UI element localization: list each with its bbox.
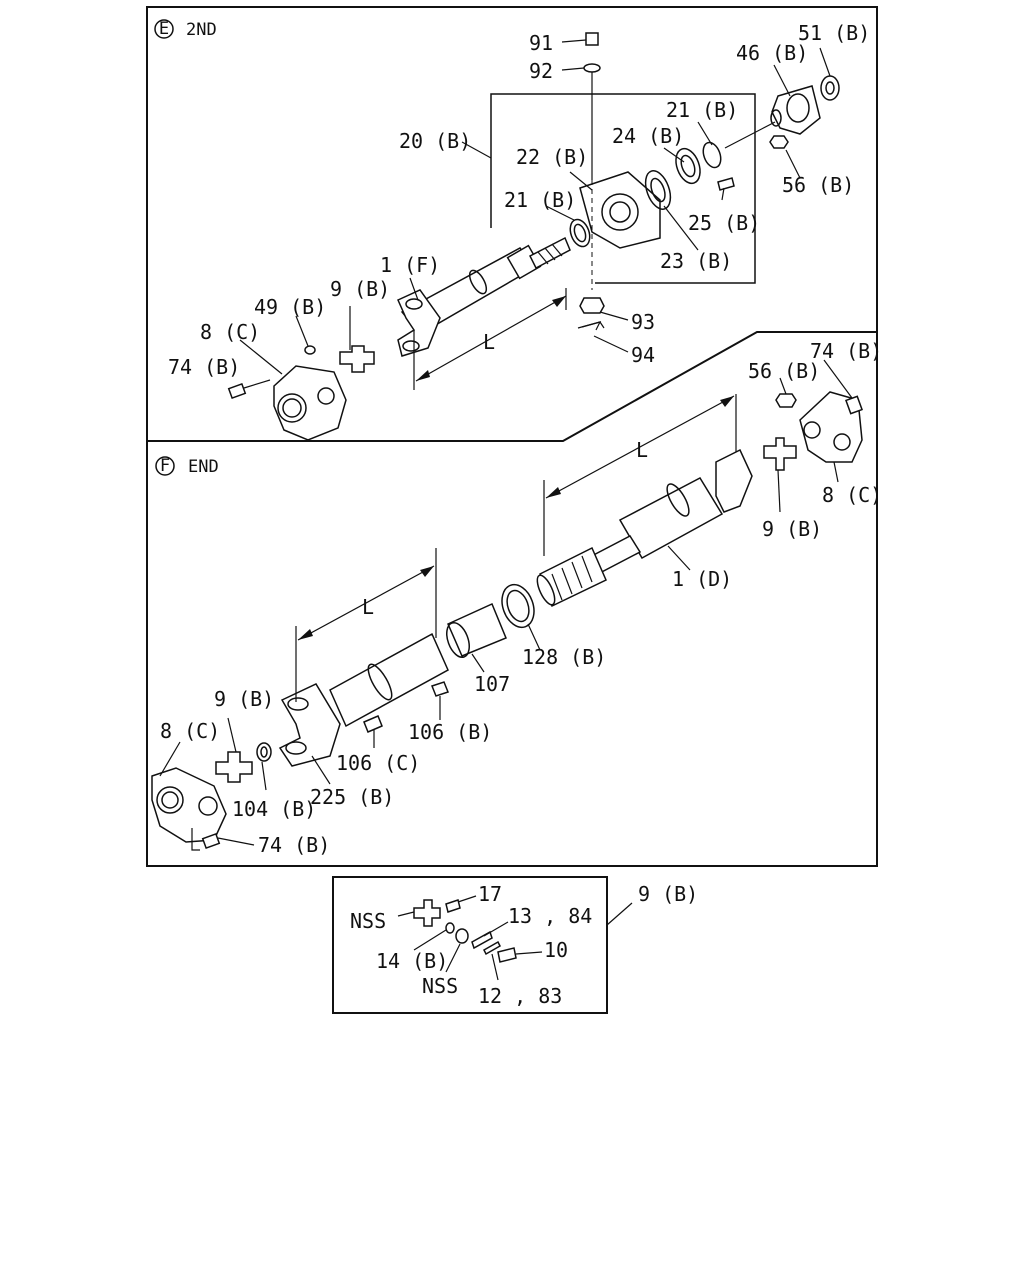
- label-8c-end-left: 8 (C): [160, 719, 220, 743]
- ujoint-flange-2nd: [227, 345, 375, 441]
- label-56b-end: 56 (B): [748, 359, 820, 383]
- label-25b: 25 (B): [688, 211, 760, 235]
- section-f-header: F END: [155, 456, 219, 477]
- label-51b: 51 (B): [798, 21, 870, 45]
- detail-label-10: 10: [544, 938, 568, 962]
- main-frame: [146, 6, 878, 867]
- label-94: 94: [631, 343, 655, 367]
- ujoint-detail-box: 9 (B) 17 NSS 13 , 84 14 (B) 10 NSS 12 , …: [332, 876, 698, 1014]
- dim-l-end-lower-label: L: [362, 595, 374, 619]
- labels-end: 74 (B) 56 (B) 8 (C) 9 (B) 1 (D) 128 (B) …: [160, 339, 882, 857]
- center-bearing-parts: [569, 121, 776, 290]
- detail-label-nss-1: NSS: [350, 909, 386, 933]
- propeller-shaft-2nd: [397, 236, 571, 357]
- label-20b: 20 (B): [399, 129, 471, 153]
- label-21b-upper: 21 (B): [666, 98, 738, 122]
- label-74b-end-left: 74 (B): [258, 833, 330, 857]
- label-1d: 1 (D): [672, 567, 732, 591]
- label-1f: 1 (F): [380, 253, 440, 277]
- label-106c: 106 (C): [336, 751, 420, 775]
- label-8c-2nd: 8 (C): [200, 320, 260, 344]
- labels-2nd: 91 92 51 (B) 46 (B) 21 (B) 20 (B) 22 (B)…: [168, 21, 870, 379]
- label-9b-end-right: 9 (B): [762, 517, 822, 541]
- detail-label-14b: 14 (B): [376, 949, 448, 973]
- leaders-end: [159, 359, 853, 846]
- label-92: 92: [529, 59, 553, 83]
- label-21b-lower: 21 (B): [504, 188, 576, 212]
- dimension-l-end-upper: L: [543, 394, 737, 556]
- label-93: 93: [631, 310, 655, 334]
- detail-label-nss-2: NSS: [422, 974, 458, 998]
- label-104b: 104 (B): [232, 797, 316, 821]
- section-e-title: 2ND: [186, 20, 217, 40]
- detail-label-12-83: 12 , 83: [478, 984, 562, 1008]
- companion-flange-2nd: [769, 75, 840, 149]
- center-bearing-group-box: [490, 93, 756, 284]
- detail-label-13-84: 13 , 84: [508, 904, 592, 928]
- section-e-letter: E: [159, 19, 169, 39]
- rubber-strip-94: [577, 321, 605, 329]
- section-f-badge: [155, 456, 175, 476]
- detail-label-17: 17: [478, 882, 502, 906]
- section-f-letter: F: [160, 456, 170, 476]
- label-128b: 128 (B): [522, 645, 606, 669]
- label-91: 91: [529, 31, 553, 55]
- ujoint-flange-end-left: [151, 742, 272, 851]
- section-e-badge: [154, 19, 174, 39]
- slip-yoke-tube-end: [278, 632, 449, 767]
- label-225b: 225 (B): [310, 785, 394, 809]
- leaders-2nd: [239, 39, 831, 375]
- propeller-shaft-end-main: [536, 448, 753, 608]
- label-23b: 23 (B): [660, 249, 732, 273]
- label-22b: 22 (B): [516, 145, 588, 169]
- label-56b: 56 (B): [782, 173, 854, 197]
- label-106b: 106 (B): [408, 720, 492, 744]
- label-49b: 49 (B): [254, 295, 326, 319]
- label-9b-end-left: 9 (B): [214, 687, 274, 711]
- dimension-l-2nd: L: [413, 288, 567, 390]
- label-46b: 46 (B): [736, 41, 808, 65]
- label-9b-2nd: 9 (B): [330, 277, 390, 301]
- ujoint-flange-end-right: [763, 391, 863, 471]
- dim-l-2nd-label: L: [483, 330, 495, 354]
- section-e-header: E 2ND: [154, 19, 217, 40]
- rings-end: [446, 583, 535, 659]
- label-8c-end-right: 8 (C): [822, 483, 882, 507]
- dimension-l-end-lower: L: [295, 548, 437, 702]
- dim-l-end-upper-label: L: [636, 438, 648, 462]
- label-74b-2nd: 74 (B): [168, 355, 240, 379]
- label-74b-end-right: 74 (B): [810, 339, 882, 363]
- detail-ref-label: 9 (B): [638, 882, 698, 906]
- label-24b: 24 (B): [612, 124, 684, 148]
- label-107: 107: [474, 672, 510, 696]
- section-f-title: END: [188, 457, 219, 477]
